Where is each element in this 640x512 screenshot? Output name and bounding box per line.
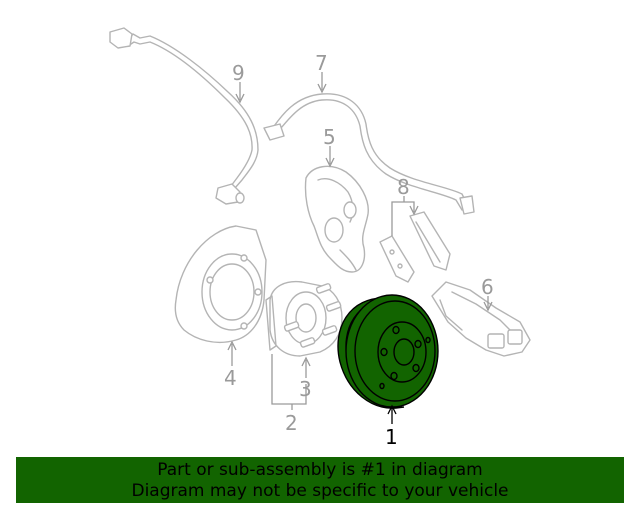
callout-9: 9 [232, 61, 245, 85]
callout-5: 5 [323, 125, 336, 149]
callout-2: 2 [285, 411, 298, 435]
part-2-hub-bearing [265, 280, 343, 357]
part-1-brake-rotor[interactable] [337, 294, 439, 409]
callout-8: 8 [397, 175, 410, 199]
callout-4: 4 [224, 366, 237, 390]
part-7-brake-hose [263, 93, 475, 215]
banner-line-1: Part or sub-assembly is #1 in diagram [157, 460, 483, 480]
part-3-wheel-studs [283, 283, 342, 348]
callout-labels: 9 7 5 8 6 4 3 2 1 [224, 51, 494, 449]
leader-lines [227, 72, 493, 424]
callout-1: 1 [385, 425, 398, 449]
banner-line-2: Diagram may not be specific to your vehi… [131, 481, 509, 501]
part-8-brake-pads [379, 211, 451, 283]
part-4-backing-plate [174, 225, 267, 344]
brake-assembly-diagram: 9 7 5 8 6 4 3 2 1 [109, 27, 531, 449]
part-5-caliper [304, 165, 369, 273]
callout-3: 3 [299, 377, 312, 401]
callout-7: 7 [315, 51, 328, 75]
part-9-abs-sensor-wire [109, 27, 259, 205]
callout-6: 6 [481, 275, 494, 299]
part-6-caliper-housing [431, 281, 531, 357]
info-banner: Part or sub-assembly is #1 in diagram Di… [16, 457, 624, 503]
